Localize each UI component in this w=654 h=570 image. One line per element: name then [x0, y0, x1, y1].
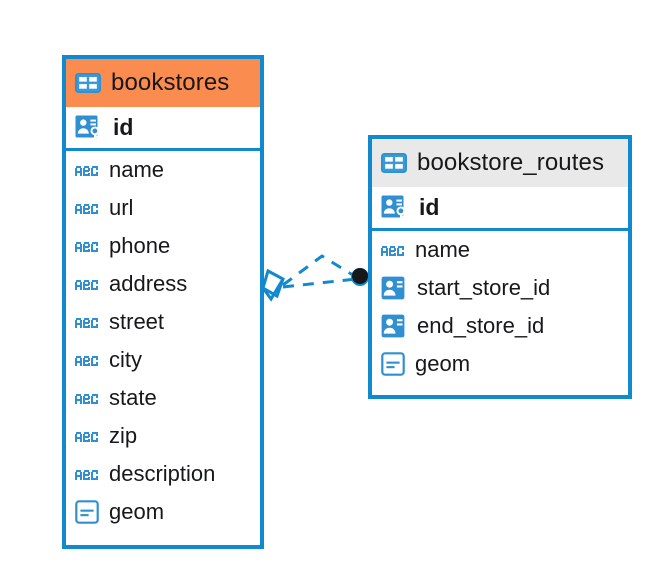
entity-column-list-bookstore-routes: id — [372, 187, 628, 383]
abc-text-icon — [75, 315, 99, 330]
column-label: state — [109, 385, 157, 410]
column-row-address[interactable]: address — [66, 265, 260, 303]
abc-text-icon — [75, 391, 99, 406]
table-icon — [380, 152, 408, 174]
abc-text-icon — [75, 277, 99, 292]
abc-text-icon — [75, 163, 99, 178]
column-label: url — [109, 195, 134, 220]
relationship-branch-lower — [282, 277, 357, 289]
column-label: address — [109, 271, 188, 296]
column-label: name — [415, 237, 471, 262]
column-row-url[interactable]: url — [66, 189, 260, 227]
relationship-branch-upper — [282, 254, 357, 287]
column-label: start_store_id — [417, 275, 551, 300]
abc-text-icon — [75, 467, 99, 482]
column-row-state[interactable]: state — [66, 379, 260, 417]
primary-key-icon — [75, 115, 103, 141]
column-label: phone — [109, 233, 171, 258]
column-label: geom — [109, 499, 165, 524]
entity-title: bookstore_routes — [417, 149, 605, 176]
column-row-geom[interactable]: geom — [66, 493, 260, 531]
column-row-city[interactable]: city — [66, 341, 260, 379]
abc-text-icon — [75, 429, 99, 444]
column-row-start-store-id[interactable]: start_store_id — [372, 269, 628, 307]
filled-circle-marker[interactable] — [351, 268, 369, 286]
abc-text-icon — [381, 243, 405, 258]
column-label: city — [109, 347, 142, 372]
table-icon — [74, 72, 102, 94]
column-label: end_store_id — [417, 313, 545, 338]
column-label: name — [109, 157, 165, 182]
column-label: description — [109, 461, 216, 486]
entity-header-bookstore-routes[interactable]: bookstore_routes — [372, 139, 628, 187]
entity-column-list-bookstores: id — [66, 107, 260, 531]
column-row-description[interactable]: description — [66, 455, 260, 493]
column-label: zip — [109, 423, 138, 448]
abc-text-icon — [75, 201, 99, 216]
abc-text-icon — [75, 239, 99, 254]
primary-key-icon — [381, 195, 409, 221]
column-row-zip[interactable]: zip — [66, 417, 260, 455]
column-row-phone[interactable]: phone — [66, 227, 260, 265]
diamond-marker[interactable] — [261, 268, 285, 302]
column-row-id[interactable]: id — [372, 187, 628, 231]
entity-table-bookstore-routes[interactable]: bookstore_routes — [368, 135, 632, 399]
column-row-name[interactable]: name — [66, 151, 260, 189]
column-row-id[interactable]: id — [66, 107, 260, 151]
column-row-name[interactable]: name — [372, 231, 628, 269]
column-label: id — [419, 194, 440, 220]
column-label: geom — [415, 351, 471, 376]
abc-text-icon — [75, 353, 99, 368]
column-label: id — [113, 114, 134, 140]
column-label: street — [109, 309, 165, 334]
entity-title: bookstores — [111, 69, 230, 96]
column-row-geom[interactable]: geom — [372, 345, 628, 383]
column-row-street[interactable]: street — [66, 303, 260, 341]
column-row-end-store-id[interactable]: end_store_id — [372, 307, 628, 345]
foreign-key-icon — [381, 314, 407, 338]
entity-header-bookstores[interactable]: bookstores — [66, 59, 260, 107]
foreign-key-icon — [381, 276, 407, 300]
geometry-icon — [381, 352, 405, 376]
entity-table-bookstores[interactable]: bookstores — [62, 55, 264, 549]
geometry-icon — [75, 500, 99, 524]
